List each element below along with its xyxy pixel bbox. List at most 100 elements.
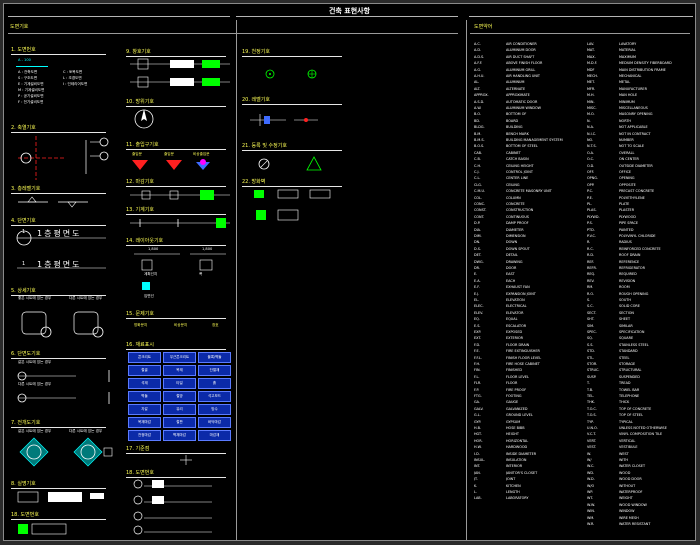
abbreviation-value: WITH	[619, 458, 628, 462]
material-cell: 무근콘크리트	[163, 352, 196, 363]
abbreviation-key: S.C.	[587, 304, 594, 309]
abbreviation-key: STL.	[587, 355, 595, 360]
abbreviation-value: WINDOW	[619, 509, 635, 514]
abbreviation-key: A.D.S.	[474, 54, 485, 59]
material-cell: 철판	[163, 417, 196, 428]
abbreviation-key: MET.	[587, 80, 595, 85]
abbreviation-key: SQ.	[587, 336, 593, 341]
abbreviation-key: E.F.	[474, 285, 480, 290]
drawing-index-symbols	[133, 479, 212, 535]
abbreviation-value: NOT IN CONTRACT	[619, 131, 651, 136]
abbreviation-value: TOP OF CONCRETE	[619, 406, 652, 411]
material-cell: 벽돌	[128, 391, 161, 402]
abbreviation-value: FINISH FLOOR LEVEL	[506, 355, 542, 360]
abbreviation-value: POLYVINYL CHLORIDE	[619, 234, 656, 238]
abbreviation-value: SECTION	[619, 310, 634, 315]
abbreviation-value: DOOR	[506, 266, 517, 270]
material-cell: 벽체마감	[163, 430, 196, 441]
abbreviation-value: HEIGHT	[506, 432, 519, 437]
abbreviation-value: CEILING	[506, 182, 520, 187]
abbreviation-value: DOWN SPOUT	[506, 246, 530, 251]
abbreviation-key: B.O.	[474, 112, 482, 117]
abbreviation-value: DAMP PROOF	[506, 221, 529, 226]
abbreviation-value: CEILING HEIGHT	[506, 163, 534, 168]
abbreviation-value: WIRE MESH	[619, 515, 639, 520]
abbreviation-key: DN.	[474, 240, 481, 245]
section-heading: 12. 마감기호	[126, 178, 226, 187]
abbreviation-value: BOARD	[506, 118, 519, 123]
abbreviation-key: P.V.C.	[587, 234, 596, 238]
section-heading: 21. 등록 및 수정기호	[242, 142, 342, 151]
abbreviation-value: ALUMINUM WINDOW	[506, 106, 541, 110]
abbreviation-key: PLAS.	[587, 208, 597, 213]
section-title: 1층평면도	[37, 229, 82, 238]
ceiling-symbol	[265, 69, 317, 79]
abbreviation-key: DWG.	[474, 259, 484, 264]
section-heading: 8. 실명기호	[11, 480, 106, 489]
drawing-sheet: 건축 표현사항 도면기호 도면약어 1. 도면번호 A - 100 A : 건축…	[3, 3, 696, 541]
abbreviation-key: WM.	[587, 515, 595, 520]
section-heading: 3. 층레벨기호	[11, 185, 106, 194]
abbreviation-value: PIPE SPACE	[619, 221, 639, 226]
abbreviation-value: HARDWOOD	[506, 445, 528, 450]
legend-item: I : 인테리어도면	[63, 82, 88, 86]
abbreviation-value: ON CENTER	[619, 157, 639, 162]
abbreviation-value: WOOD DOOR	[619, 477, 642, 482]
abbreviation-key: A.C.	[474, 42, 481, 46]
abbreviation-key: CONT.	[474, 214, 485, 219]
abbreviation-value: PRECAST CONCRETE	[619, 189, 655, 194]
material-cell: 석재	[128, 378, 161, 389]
abbreviation-value: VESTIBULE	[619, 445, 638, 450]
section-heading: 18. 도면번호	[11, 511, 106, 520]
panel-divider-right	[466, 20, 467, 540]
abbreviation-key: H.W.	[474, 445, 482, 450]
abbreviation-key: I.D.	[474, 451, 480, 456]
abbreviation-value: MECHANICAL	[619, 74, 642, 78]
abbreviation-key: A.S.D.	[474, 99, 485, 104]
abbreviation-key: HGT.	[474, 432, 482, 437]
abbreviation-key: CAB.	[474, 150, 483, 155]
abbreviation-value: REFERENCE	[619, 259, 640, 264]
legend-item: M : 기계설비도면	[18, 88, 45, 92]
revision-symbol	[258, 156, 322, 171]
material-cell: 천정마감	[128, 430, 161, 441]
elevation-note: 같은 시트에 있는 경우	[18, 429, 52, 433]
abbreviation-key: REF.	[587, 259, 594, 264]
abbreviation-key: W.	[587, 451, 592, 456]
room-name-symbol	[17, 491, 104, 503]
abbreviation-value: INSULATION	[506, 458, 527, 462]
material-cell: 타일	[163, 378, 196, 389]
abbreviation-value: CONTINUOUS	[506, 214, 529, 219]
abbreviation-key: E.J.	[474, 291, 480, 296]
abbreviation-key: N.T.S.	[587, 144, 597, 149]
abbreviation-value: BUILDING MANAGEMENT SYSTEM	[506, 138, 563, 142]
abbreviation-key: P.C.	[587, 189, 594, 194]
abbreviation-value: GYPSUM	[506, 419, 521, 424]
abbreviation-key: PLYWD.	[587, 214, 600, 219]
detail-symbol	[21, 311, 104, 338]
left-panel-rule	[8, 33, 458, 34]
layout-label: 폭	[199, 272, 203, 276]
abbreviation-value: VINYL COMPOSITION TILE	[619, 432, 663, 437]
abbreviation-key: ALT.	[474, 86, 481, 91]
abbreviation-value: STRUCTURAL	[619, 368, 642, 373]
abbreviation-value: TELEPHONE	[619, 394, 640, 398]
abbreviation-key: WT.	[587, 496, 594, 501]
finish-symbol	[130, 190, 230, 200]
abbreviation-value: SOLID CORE	[619, 304, 640, 309]
abbreviation-key: VEST.	[587, 445, 597, 450]
abbreviation-key: SHT.	[587, 317, 595, 322]
section-heading: 18. 도면번호	[126, 469, 226, 478]
section-heading: 17. 기준점	[126, 445, 226, 454]
abbreviation-key: T.B.	[587, 387, 594, 392]
abbreviation-key: S.	[587, 298, 591, 302]
abbreviation-value: NOT TO SCALE	[619, 144, 645, 149]
abbreviation-key: N.I.C.	[587, 131, 597, 136]
section-heading: 10. 방위기호	[126, 98, 226, 107]
abbreviation-key: B.M.	[474, 131, 482, 136]
abbreviation-key: TYP.	[587, 419, 594, 424]
abbreviation-value: ELEVATION	[506, 298, 525, 302]
abbreviation-key: OPNG.	[587, 176, 598, 181]
abbreviation-value: GROUND LEVEL	[506, 413, 533, 418]
abbreviation-value: SUSPENDED	[619, 374, 640, 379]
